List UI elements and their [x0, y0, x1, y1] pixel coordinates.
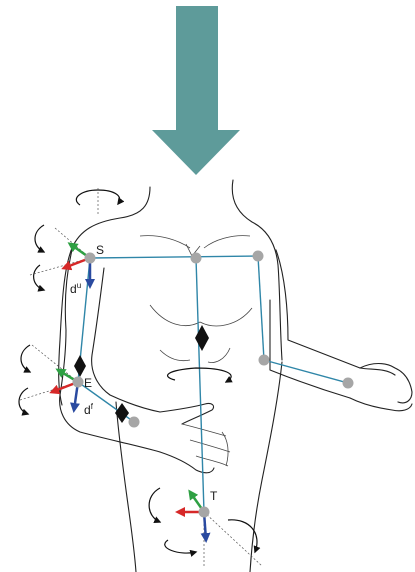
joint-shoulder-left: [85, 253, 96, 264]
label-shoulder: S: [96, 243, 104, 257]
label-elbow: E: [84, 376, 92, 390]
label-trunk: T: [210, 489, 218, 503]
joint-elbow-right: [259, 355, 270, 366]
joint-wrist-right: [343, 378, 354, 389]
rotation-arrow-icon: [19, 188, 262, 566]
joint-shoulder-right: [253, 251, 264, 262]
joints: [73, 251, 354, 518]
joint-wrist-left: [129, 417, 140, 428]
joint-neck: [191, 253, 202, 264]
body-outline: [59, 180, 412, 572]
elbow-axes: [52, 370, 78, 410]
joint-trunk: [199, 507, 210, 518]
shoulder-axes: [64, 244, 90, 286]
label-fore-d: df: [84, 402, 94, 417]
joint-elbow-left: [73, 377, 84, 388]
load-arrow-icon: [152, 6, 240, 175]
label-upper-d: du: [70, 281, 81, 296]
